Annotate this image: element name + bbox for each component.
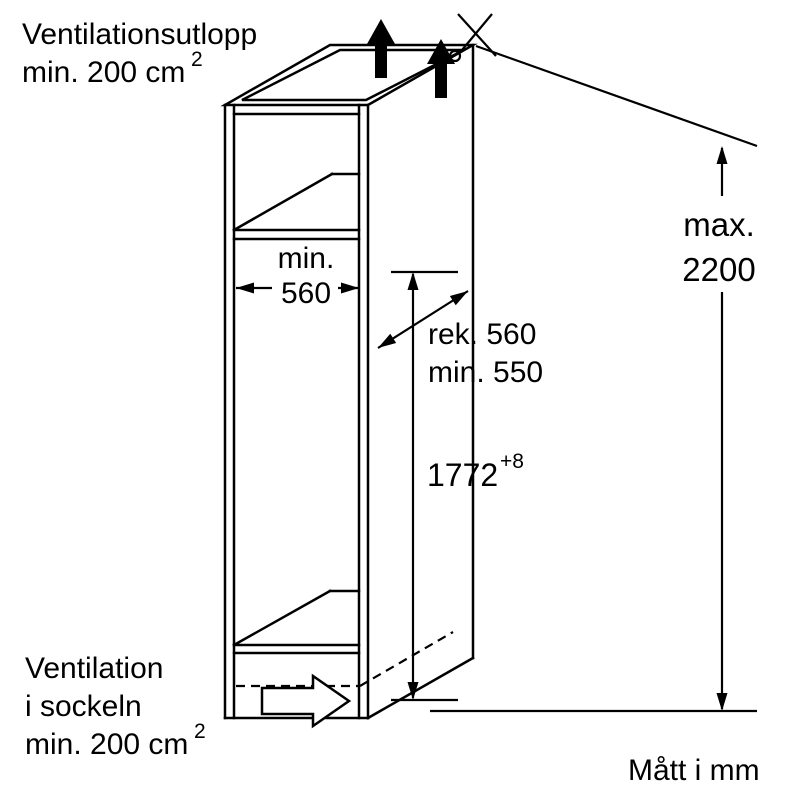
text-labels: Ventilationsutlopp min. 200 cm 2 Ventila… — [22, 18, 760, 787]
scissors-icon — [448, 13, 497, 63]
dimension-niche-height: 1772 +8 — [391, 270, 524, 702]
niche-height-tolerance: +8 — [500, 450, 524, 473]
cabinet-bottom-side-edge — [366, 656, 475, 720]
niche-width-label-line1: min. — [278, 242, 335, 275]
air-up-arrow-icon-left — [367, 19, 395, 78]
vent-outlet-label-sup: 2 — [191, 48, 203, 71]
shelf-surface-diagonal — [232, 172, 334, 232]
dimension-total-height: max. 2200 — [430, 44, 758, 713]
cabinet-outline — [220, 43, 478, 720]
plinth-hidden-side-line — [359, 631, 454, 687]
units-note-label: Mått i mm — [628, 754, 760, 787]
niche-height-value: 1772 — [427, 457, 498, 493]
niche-floor-diagonal — [232, 589, 332, 647]
vent-plinth-label-sup: 2 — [194, 720, 206, 743]
dimension-niche-width: min. 560 — [236, 242, 359, 310]
total-height-arrow-up — [716, 146, 728, 164]
scissors-blade-1 — [457, 13, 497, 57]
total-height-label-line1: max. — [683, 206, 755, 243]
depth-dim-arrow-front — [378, 333, 397, 348]
dimension-niche-depth: rek. 560 min. 550 — [377, 290, 543, 389]
width-dim-arrow-right — [341, 282, 359, 294]
cabinet-top-opening — [241, 48, 465, 102]
niche-depth-label-line1: rek. 560 — [428, 318, 536, 351]
vent-plinth-label-line3: min. 200 cm — [25, 728, 188, 761]
niche-height-arrow-down — [407, 682, 419, 700]
niche-depth-label-line2: min. 550 — [428, 356, 543, 389]
niche-height-arrow-up — [407, 272, 419, 290]
total-height-label-line2: 2200 — [682, 251, 755, 288]
total-height-arrow-down — [716, 693, 728, 711]
air-outlet-arrows — [367, 19, 455, 98]
plinth-hidden-lines — [236, 631, 454, 688]
vent-outlet-label-line2: min. 200 cm — [22, 56, 185, 89]
plinth-air-inlet-arrow-icon — [260, 673, 352, 729]
vent-plinth-label-line2: i sockeln — [25, 690, 142, 723]
width-dim-arrow-left — [236, 282, 254, 294]
total-height-ext-top — [475, 44, 758, 148]
depth-dim-arrow-back — [449, 291, 468, 306]
air-up-arrow-icon-right — [427, 39, 455, 98]
vent-outlet-label-line1: Ventilationsutlopp — [22, 18, 257, 51]
niche-width-label-line2: 560 — [281, 277, 331, 310]
vent-plinth-label-line1: Ventilation — [25, 652, 163, 685]
scissors-blade-2 — [461, 13, 493, 51]
